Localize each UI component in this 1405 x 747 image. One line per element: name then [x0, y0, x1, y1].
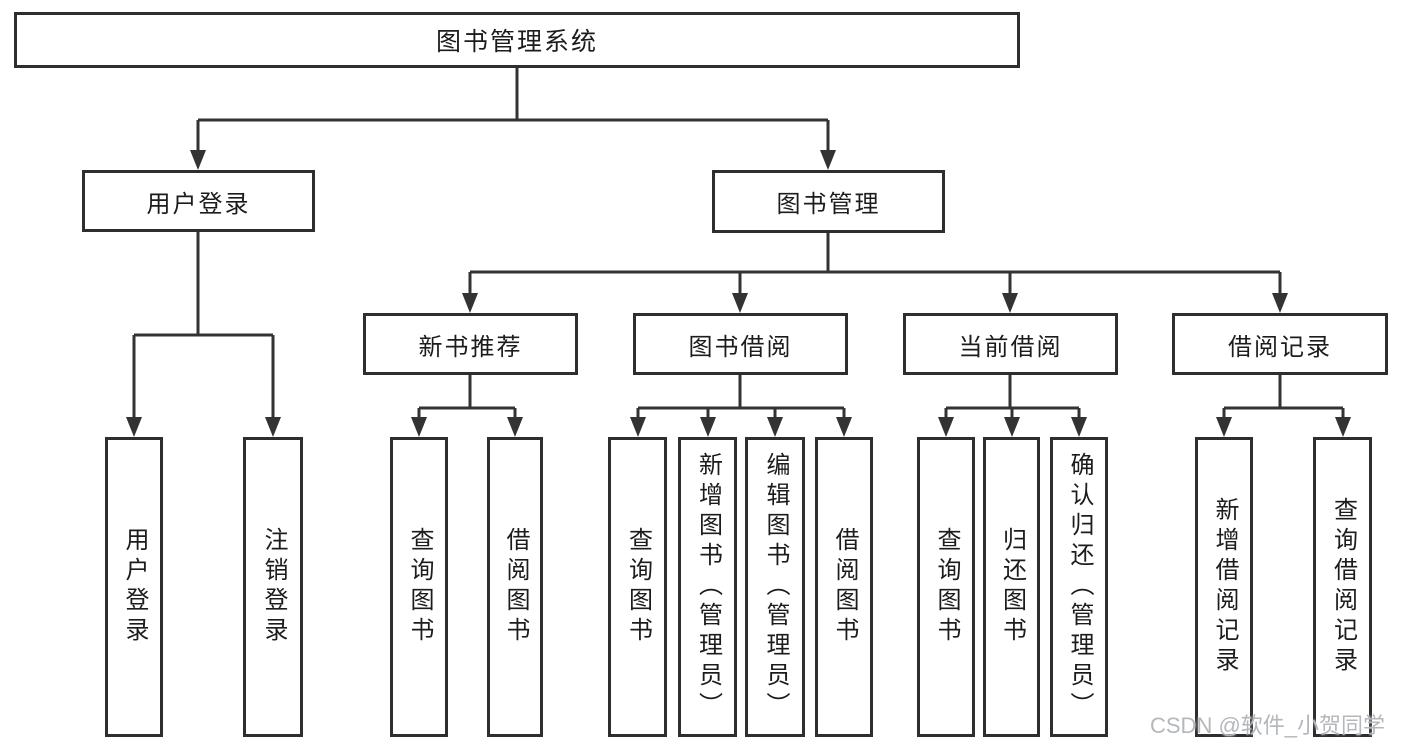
- node-current-borrowing-label: 当前借阅: [958, 333, 1063, 361]
- leaf-query-books-borrowing: 查询图书: [608, 437, 667, 737]
- node-user-login-label: 用户登录: [146, 190, 251, 218]
- node-new-book-recommendation: 新书推荐: [363, 313, 578, 375]
- csdn-watermark: CSDN @软件_小贺同学: [1150, 713, 1386, 738]
- connector-book-borrowing-children: [630, 375, 852, 437]
- node-book-borrowing-label: 图书借阅: [688, 333, 793, 361]
- connector-book-management-to-level3: [462, 233, 1288, 313]
- connector-current-borrowing-children: [938, 375, 1087, 437]
- node-current-borrowing: 当前借阅: [903, 313, 1118, 375]
- node-library-system: 图书管理系统: [14, 12, 1020, 68]
- leaf-query-books-recommend-label: 查询图书: [406, 527, 433, 647]
- leaf-query-books-current: 查询图书: [917, 437, 975, 737]
- node-new-book-recommendation-label: 新书推荐: [418, 333, 523, 361]
- node-borrowing-records-label: 借阅记录: [1228, 333, 1332, 361]
- leaf-borrow-books-recommend: 借阅图书: [487, 437, 543, 737]
- leaf-add-borrow-record: 新增借阅记录: [1195, 437, 1253, 737]
- node-user-login: 用户登录: [82, 170, 315, 232]
- leaf-borrow-books-borrowing: 借阅图书: [815, 437, 873, 737]
- leaf-logout-login: 注销登录: [243, 437, 303, 737]
- node-book-management: 图书管理: [712, 170, 945, 233]
- node-book-borrowing: 图书借阅: [633, 313, 848, 375]
- node-borrowing-records: 借阅记录: [1172, 313, 1388, 375]
- leaf-add-book-admin: 新增图书（管理员）: [678, 437, 737, 737]
- connector-borrowing-records-children: [1216, 375, 1351, 437]
- connector-new-book-recommendation-children: [411, 375, 523, 437]
- leaf-borrow-books-borrowing-label: 借阅图书: [831, 527, 858, 647]
- leaf-add-book-admin-label: 新增图书（管理员）: [694, 452, 722, 722]
- leaf-edit-book-admin: 编辑图书（管理员）: [745, 437, 805, 737]
- leaf-query-borrow-record-label: 查询借阅记录: [1329, 497, 1357, 677]
- node-library-system-label: 图书管理系统: [435, 28, 598, 56]
- leaf-user-login-label: 用户登录: [121, 527, 148, 647]
- leaf-query-borrow-record: 查询借阅记录: [1313, 437, 1372, 737]
- leaf-add-borrow-record-label: 新增借阅记录: [1211, 497, 1238, 677]
- leaf-query-books-recommend: 查询图书: [390, 437, 448, 737]
- leaf-logout-login-label: 注销登录: [260, 527, 287, 647]
- leaf-confirm-return-admin: 确认归还（管理员）: [1050, 437, 1108, 737]
- leaf-return-books: 归还图书: [983, 437, 1040, 737]
- leaf-borrow-books-recommend-label: 借阅图书: [502, 527, 529, 647]
- leaf-return-books-label: 归还图书: [998, 527, 1026, 647]
- leaf-edit-book-admin-label: 编辑图书（管理员）: [762, 452, 789, 722]
- node-book-management-label: 图书管理: [776, 191, 881, 218]
- connector-root-to-level2: [190, 68, 836, 170]
- leaf-query-books-borrowing-label: 查询图书: [624, 527, 652, 647]
- leaf-query-books-current-label: 查询图书: [933, 527, 960, 647]
- connector-user-login-children: [126, 232, 281, 437]
- leaf-user-login: 用户登录: [105, 437, 163, 737]
- leaf-confirm-return-admin-label: 确认归还（管理员）: [1066, 452, 1093, 722]
